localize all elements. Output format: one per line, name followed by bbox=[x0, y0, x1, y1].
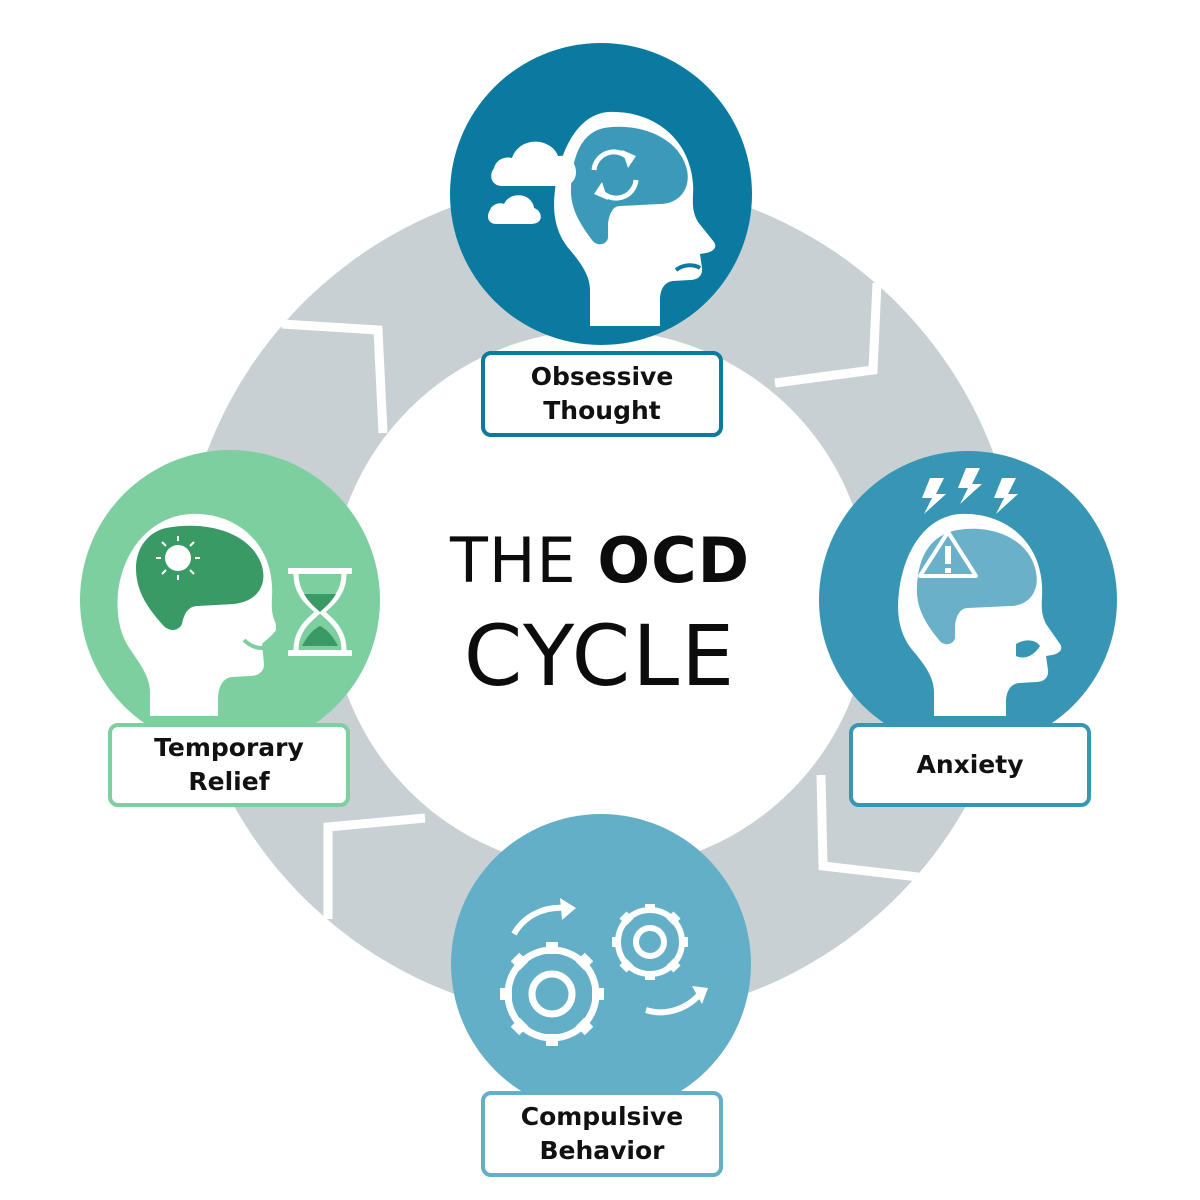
anxiety-label: Anxiety bbox=[849, 723, 1091, 807]
arrow-head-top bbox=[560, 898, 576, 920]
title-line-1: THE OCD bbox=[330, 530, 870, 600]
cycle-ring bbox=[179, 180, 1020, 1020]
ring-arrow-separator-top-left bbox=[281, 319, 388, 434]
title-prefix: THE bbox=[449, 524, 577, 597]
compulsive-behavior-label: Compulsive Behavior bbox=[481, 1091, 723, 1177]
head-with-sun-and-hourglass-icon bbox=[117, 513, 352, 716]
ring-arrow-separator-top-right bbox=[774, 282, 882, 388]
head-with-warning-and-lightning-icon bbox=[898, 468, 1062, 716]
obsessive-thought-node bbox=[450, 43, 752, 345]
head-with-clouds-and-refresh-icon bbox=[488, 111, 716, 326]
ring-arrow-separators bbox=[281, 282, 919, 919]
ring-arrow-separator-bottom-right bbox=[816, 774, 919, 882]
temporary-relief-label: Temporary Relief bbox=[108, 723, 350, 807]
anxiety-node bbox=[819, 451, 1117, 749]
gears-with-arrows-icon bbox=[500, 904, 703, 1046]
large-gear-icon bbox=[500, 942, 604, 1046]
small-gear-icon bbox=[612, 904, 688, 980]
compulsive-behavior-node bbox=[451, 814, 751, 1114]
arrow-head-bottom bbox=[692, 986, 708, 1004]
temporary-relief-node bbox=[80, 450, 380, 750]
title-line-2: CYCLE bbox=[463, 607, 737, 705]
hourglass-icon bbox=[288, 568, 352, 656]
cycle-ring-band bbox=[179, 180, 1020, 1020]
obsessive-thought-label: Obsessive Thought bbox=[481, 351, 723, 437]
ring-arrow-separator-bottom-left bbox=[323, 813, 426, 919]
compulsive-circle bbox=[451, 814, 751, 1114]
diagram-title: THE OCD CYCLE bbox=[330, 530, 870, 705]
title-emphasis: OCD bbox=[597, 524, 751, 597]
